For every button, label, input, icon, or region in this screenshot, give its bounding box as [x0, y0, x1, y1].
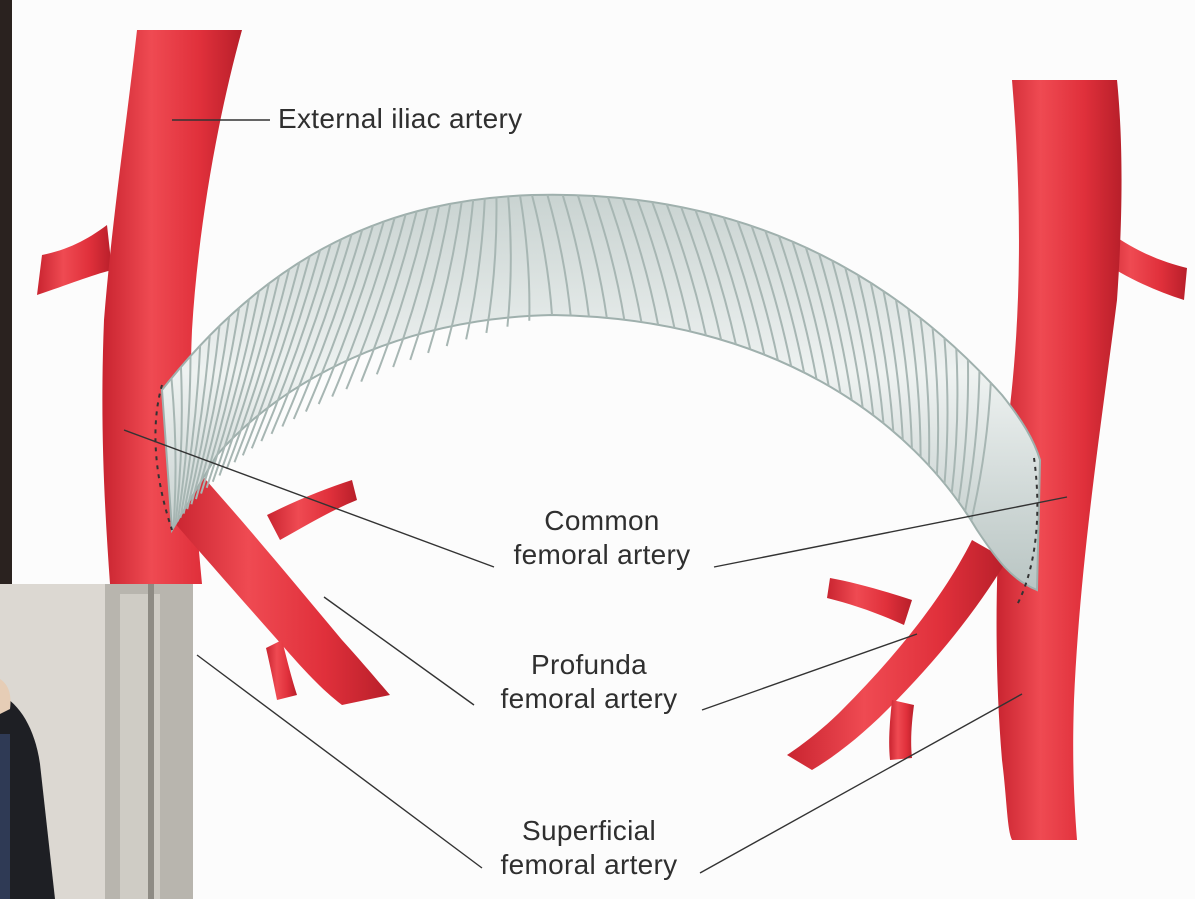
label-profunda-femoral-artery: Profunda femoral artery: [464, 648, 714, 716]
label-profunda-line2: femoral artery: [464, 682, 714, 716]
presenter-video: [0, 584, 193, 899]
presenter-webcam-overlay: [0, 584, 193, 899]
right-profunda-lower-branch: [889, 700, 914, 760]
label-superficial-line1: Superficial: [464, 814, 714, 848]
label-common-femoral-artery: Common femoral artery: [482, 504, 722, 572]
label-common-line2: femoral artery: [482, 538, 722, 572]
label-external-iliac-artery: External iliac artery: [278, 102, 522, 136]
label-profunda-line1: Profunda: [464, 648, 714, 682]
label-common-line1: Common: [482, 504, 722, 538]
label-external-iliac-text: External iliac artery: [278, 102, 522, 136]
label-superficial-femoral-artery: Superficial femoral artery: [464, 814, 714, 882]
label-superficial-line2: femoral artery: [464, 848, 714, 882]
